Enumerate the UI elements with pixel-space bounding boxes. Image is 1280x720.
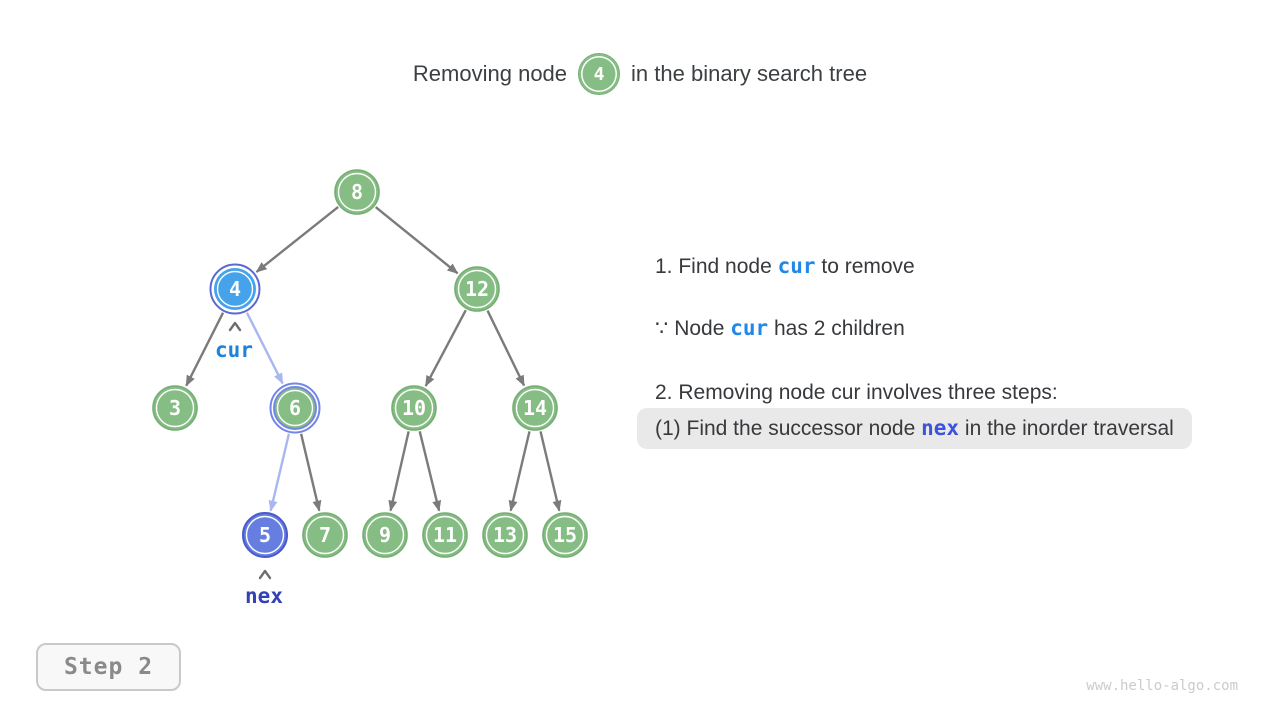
tree-node-value: 3 [169, 396, 181, 420]
tree-node-6: 6 [269, 382, 321, 434]
note-code-cur: cur [730, 316, 769, 340]
tree-node-10: 10 [391, 385, 437, 431]
tree-node-11: 11 [422, 512, 468, 558]
tree-edge-8-4 [255, 205, 339, 273]
tree-edge-12-10 [424, 309, 467, 387]
tree-node-value: 6 [289, 396, 301, 420]
title-node-value: 4 [593, 63, 605, 85]
tree-node-4: 4 [209, 263, 261, 315]
tree-edge-12-14 [486, 310, 526, 387]
tree-edge-10-11 [418, 431, 442, 512]
title-prefix: Removing node [412, 61, 568, 86]
note-text: ∵ Node [655, 317, 731, 340]
title-node-circle: 4 [578, 53, 621, 95]
pointer-label-cur: cur [215, 338, 253, 362]
tree-edge-10-9 [388, 431, 410, 512]
tree-node-value: 12 [465, 277, 489, 301]
note-line-1: 1. Find node cur to remove [655, 253, 915, 280]
tree-node-15: 15 [542, 512, 588, 558]
note-text: 1. Find node [655, 255, 778, 278]
note-text: has 2 children [768, 317, 905, 340]
note-code-nex: nex [921, 416, 960, 440]
tree-edge-14-13 [508, 431, 531, 512]
caret-up-icon [228, 321, 242, 332]
tree-node-9: 9 [362, 512, 408, 558]
step-badge: Step 2 [36, 643, 181, 691]
note-code-cur: cur [777, 254, 816, 278]
pointer-cur: cur [215, 321, 253, 362]
tree-node-14: 14 [512, 385, 558, 431]
tree-edges [185, 205, 562, 512]
pointer-labels: cur nex [215, 321, 283, 608]
note-text: (1) Find the successor node [655, 417, 922, 440]
tree-node-13: 13 [482, 512, 528, 558]
tree-node-value: 4 [229, 277, 241, 301]
note-text: to remove [815, 255, 915, 278]
tree-node-value: 11 [433, 523, 457, 547]
figure-title: Removing node 4 in the binary search tre… [0, 53, 1280, 95]
note-line-2: ∵ Node cur has 2 children [655, 315, 905, 342]
tree-node-value: 15 [553, 523, 577, 547]
tree-node-value: 9 [379, 523, 391, 547]
note-line-3: 2. Removing node cur involves three step… [655, 380, 1058, 406]
tree-node-value: 10 [402, 396, 426, 420]
pointer-nex: nex [245, 569, 283, 608]
tree-node-7: 7 [302, 512, 348, 558]
note-line-4-highlighted: (1) Find the successor node nex in the i… [637, 408, 1192, 449]
tree-edge-14-15 [539, 431, 562, 512]
tree-node-value: 5 [259, 523, 271, 547]
tree-edge-6-5 [268, 433, 291, 512]
tree-node-value: 8 [351, 180, 363, 204]
caret-up-icon [258, 569, 272, 580]
note-text: in the inorder traversal [959, 417, 1174, 440]
tree-node-value: 7 [319, 523, 331, 547]
title-suffix: in the binary search tree [631, 61, 868, 86]
tree-node-12: 12 [454, 266, 500, 312]
note-text: 2. Removing node cur involves three step… [655, 381, 1058, 404]
tree-nodes: 8 4 12 3 6 10 14 5 7 9 11 13 15 [152, 169, 588, 558]
tree-node-8: 8 [334, 169, 380, 215]
tree-node-value: 13 [493, 523, 517, 547]
tree-node-3: 3 [152, 385, 198, 431]
watermark: www.hello-algo.com [1086, 678, 1238, 694]
tree-node-value: 14 [523, 396, 547, 420]
pointer-label-nex: nex [245, 584, 283, 608]
tree-node-5: 5 [242, 512, 288, 558]
tree-edge-4-3 [185, 312, 225, 387]
tree-edge-6-7 [299, 433, 322, 512]
tree-edge-8-12 [374, 206, 459, 275]
tree-edge-4-6 [245, 312, 284, 385]
